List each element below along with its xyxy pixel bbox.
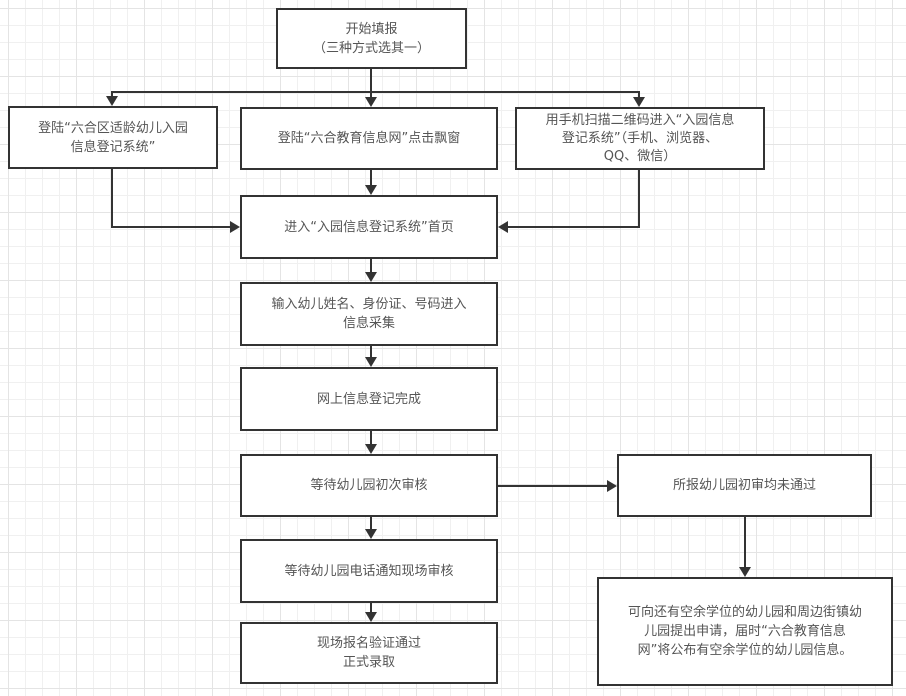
node-text-line: 信息采集 bbox=[342, 316, 395, 331]
node-text-line: 所报幼儿园初审均未通过 bbox=[672, 478, 816, 493]
node-text-line: 等待幼儿园电话通知现场审核 bbox=[284, 563, 454, 579]
arrowhead bbox=[365, 529, 377, 539]
node-login-edu-site: 登陆“六合教育信息网”点击飘窗 bbox=[240, 107, 498, 170]
node-alternative-apply: 可向还有空余学位的幼儿园和周边街镇幼 儿园提出申请，届时“六合教育信息 网”将公… bbox=[597, 577, 893, 686]
node-login-district: 登陆“六合区适龄幼儿入园 信息登记系统” bbox=[8, 106, 218, 169]
node-input-info: 输入幼儿姓名、身份证、号码进入 信息采集 bbox=[240, 282, 498, 346]
arrowhead bbox=[365, 444, 377, 454]
arrowhead bbox=[365, 97, 377, 107]
node-text-line: 网上信息登记完成 bbox=[316, 391, 421, 407]
node-text-line: 等待幼儿园初次审核 bbox=[310, 478, 428, 493]
node-final-admission: 现场报名验证通过 正式录取 bbox=[240, 622, 498, 684]
arrowhead bbox=[607, 480, 617, 492]
node-start: 开始填报 （三种方式选其一） bbox=[276, 8, 467, 69]
node-online-done: 网上信息登记完成 bbox=[240, 367, 498, 431]
node-text-line: 输入幼儿姓名、身份证、号码进入 bbox=[271, 297, 467, 312]
node-text-line: 登陆“六合区适龄幼儿入园 bbox=[38, 120, 188, 136]
node-text-line: 登记系统”（手机、浏览器、 bbox=[561, 130, 719, 146]
node-text-line: （三种方式选其一） bbox=[312, 40, 430, 56]
node-text-line: 儿园提出申请，届时“六合教育信息 bbox=[644, 624, 846, 639]
arrowhead bbox=[365, 185, 377, 195]
node-text-line: 用手机扫描二维码进入“入园信息 bbox=[545, 112, 735, 128]
node-text-line: 现场报名验证通过 bbox=[316, 636, 421, 651]
node-enter-homepage: 进入“入园信息登记系统”首页 bbox=[240, 195, 498, 259]
arrowhead bbox=[498, 221, 508, 233]
node-initial-review-failed: 所报幼儿园初审均未通过 bbox=[617, 454, 872, 517]
arrowhead bbox=[365, 357, 377, 367]
arrowhead bbox=[365, 612, 377, 622]
arrowhead bbox=[365, 272, 377, 282]
arrowhead bbox=[633, 97, 645, 107]
node-text-line: 信息登记系统” bbox=[70, 139, 156, 155]
node-text-line: 可向还有空余学位的幼儿园和周边街镇幼 bbox=[627, 605, 862, 620]
edge-scan-qr-to-homepage bbox=[506, 170, 640, 228]
node-wait-phone-notice: 等待幼儿园电话通知现场审核 bbox=[240, 539, 498, 603]
node-text-line: QQ、微信） bbox=[603, 148, 677, 164]
arrowhead bbox=[230, 221, 240, 233]
node-text-line: 进入“入园信息登记系统”首页 bbox=[284, 219, 454, 235]
node-wait-initial-review: 等待幼儿园初次审核 bbox=[240, 454, 498, 517]
node-text-line: 登陆“六合教育信息网”点击飘窗 bbox=[277, 131, 461, 146]
node-text-line: 正式录取 bbox=[342, 655, 395, 670]
edge-start-to-login-district bbox=[111, 91, 371, 98]
node-scan-qr: 用手机扫描二维码进入“入园信息 登记系统”（手机、浏览器、 QQ、微信） bbox=[515, 107, 765, 170]
edge-login-district-to-homepage bbox=[111, 169, 232, 228]
edge-start-to-scan-qr bbox=[371, 91, 640, 99]
arrowhead bbox=[106, 96, 118, 106]
node-text-line: 网”将公布有空余学位的幼儿园信息。 bbox=[637, 643, 853, 658]
node-text-line: 开始填报 bbox=[345, 21, 398, 37]
arrowhead bbox=[739, 567, 751, 577]
